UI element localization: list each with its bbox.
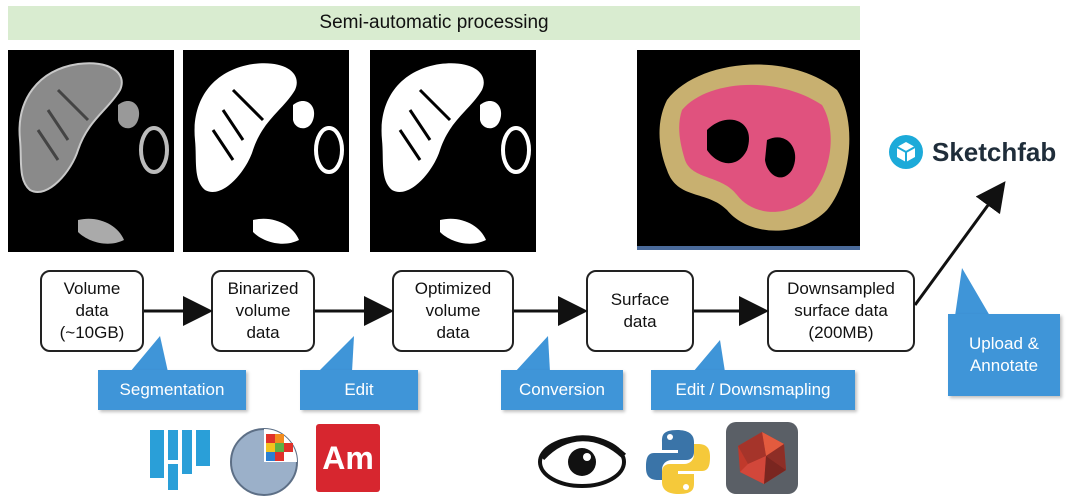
callout-tail-upload — [955, 268, 990, 316]
step-line: Optimized — [414, 279, 492, 298]
avizo-icon — [226, 424, 302, 501]
step-line: (200MB) — [808, 323, 874, 342]
step-line: data — [75, 301, 109, 320]
callout-label: Upload & — [969, 334, 1039, 353]
step-line: surface data — [794, 301, 888, 320]
binarized-slice-image — [183, 50, 349, 252]
step-line: Volume — [63, 279, 121, 298]
banner-semi-automatic: Semi-automatic processing — [8, 6, 860, 40]
step-line: volume — [425, 301, 481, 320]
step-line: data — [623, 312, 657, 331]
arrow-5 — [913, 181, 1006, 306]
step-downsampled-surface-data: Downsampled surface data (200MB) — [767, 270, 915, 352]
step-line: volume — [235, 301, 291, 320]
callout-edit-downsampling: Edit / Downsmapling — [651, 370, 855, 410]
step-volume-data: Volume data (~10GB) — [40, 270, 144, 352]
step-line: data — [246, 323, 280, 342]
callout-tail-conversion — [515, 336, 550, 372]
sketchfab-wordmark: Sketchfab — [932, 136, 1057, 167]
callout-edit: Edit — [300, 370, 418, 410]
callout-segmentation: Segmentation — [98, 370, 246, 410]
callout-conversion: Conversion — [501, 370, 623, 410]
volume-slice-image — [8, 50, 174, 252]
amira-icon: Am — [316, 424, 380, 492]
step-line: Surface — [610, 290, 670, 309]
meshlab-eye-icon — [536, 430, 628, 493]
blender-polyhedron-icon — [726, 422, 798, 499]
callout-label: Segmentation — [119, 380, 225, 399]
step-line: data — [436, 323, 470, 342]
step-surface-data: Surface data — [586, 270, 694, 352]
python-icon — [644, 428, 712, 501]
callout-label: Edit — [344, 380, 374, 399]
fiji-icon — [150, 430, 212, 495]
amira-label: Am — [322, 439, 374, 476]
callout-label: Annotate — [969, 356, 1039, 375]
callout-tail-edit — [318, 336, 354, 372]
step-line: Downsampled — [787, 279, 895, 298]
banner-label: Semi-automatic processing — [319, 12, 549, 33]
callout-tail-edit-downsampling — [693, 340, 725, 372]
sketchfab-icon — [889, 135, 923, 169]
step-line: (~10GB) — [59, 323, 125, 342]
optimized-slice-image — [370, 50, 536, 252]
surface-render-image — [637, 50, 860, 250]
callout-tail-segmentation — [130, 336, 168, 372]
step-line: Binarized — [227, 279, 299, 298]
sketchfab-logo: Sketchfab — [888, 134, 1056, 170]
callout-label: Conversion — [519, 380, 605, 399]
callout-upload-annotate: Upload & Annotate — [948, 314, 1060, 396]
step-optimized-volume-data: Optimized volume data — [392, 270, 514, 352]
callout-label: Edit / Downsmapling — [675, 380, 831, 399]
